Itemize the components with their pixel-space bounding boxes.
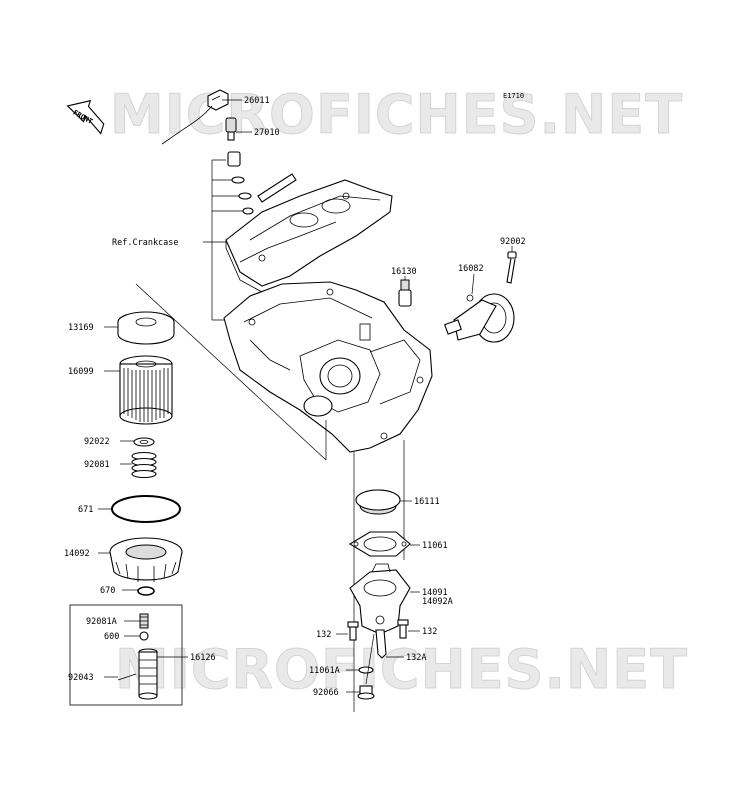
label-16126: 16126: [190, 653, 216, 663]
o-ring-670-icon: [137, 586, 155, 596]
ball-icon: [139, 631, 149, 641]
watermark-top: MICROFICHES.NET: [110, 83, 683, 146]
filter-cover-icon: [109, 537, 183, 582]
label-27010: 27010: [254, 128, 280, 138]
label-92081a: 92081A: [86, 617, 117, 627]
bolt-132-left-icon: [347, 621, 359, 641]
label-92002: 92002: [500, 237, 526, 247]
front-arrow-icon: FRONT: [66, 99, 105, 135]
label-14092: 14092: [64, 549, 90, 559]
label-132-left: 132: [316, 630, 331, 640]
oil-filter-element-icon: [119, 355, 173, 425]
label-14092a: 14092A: [422, 597, 453, 607]
oil-pipe-fittings-icon: [227, 151, 297, 215]
oil-pressure-switch-icon: [161, 89, 237, 145]
washer-11061a-icon: [358, 666, 374, 674]
label-600: 600: [104, 632, 119, 642]
bypass-valve-box: [69, 604, 183, 706]
label-92066: 92066: [313, 688, 339, 698]
drain-plug-icon: [357, 685, 375, 700]
upper-crankcase-icon: [225, 179, 393, 293]
label-16111: 16111: [414, 497, 440, 507]
filter-cap-icon: [117, 311, 175, 345]
label-92022: 92022: [84, 437, 110, 447]
bolt-132-right-icon: [397, 619, 409, 639]
label-13169: 13169: [68, 323, 94, 333]
label-11061: 11061: [422, 541, 448, 551]
lower-crankcase-icon: [223, 281, 433, 453]
label-16082: 16082: [458, 264, 484, 274]
washer-icon: [133, 437, 155, 447]
label-11061a: 11061A: [309, 666, 340, 676]
bypass-spring-icon: [139, 613, 149, 629]
label-16099: 16099: [68, 367, 94, 377]
watermark-bottom: MICROFICHES.NET: [115, 638, 688, 701]
oil-screen-icon: [355, 489, 401, 515]
label-670: 670: [100, 586, 115, 596]
label-14091: 14091: [422, 588, 448, 598]
label-92043: 92043: [68, 673, 94, 683]
oil-pan-icon: [349, 563, 411, 635]
bypass-valve-body-icon: [117, 648, 158, 700]
label-132a: 132A: [406, 653, 426, 663]
label-671: 671: [78, 505, 93, 515]
diagram-code: E1710: [503, 92, 524, 100]
bolt-92002-icon: [506, 251, 517, 284]
label-26011: 26011: [244, 96, 270, 106]
label-16130: 16130: [391, 267, 417, 277]
bolt-132a-icon: [375, 629, 387, 659]
label-ref-crankcase: Ref.Crankcase: [112, 238, 179, 248]
o-ring-671-icon: [111, 495, 181, 523]
oil-pump-icon: [444, 293, 515, 343]
label-92081: 92081: [84, 460, 110, 470]
gasket-icon: [348, 531, 411, 557]
label-132-right: 132: [422, 627, 437, 637]
spring-icon: [131, 451, 157, 479]
relief-valve-icon: [398, 279, 412, 307]
